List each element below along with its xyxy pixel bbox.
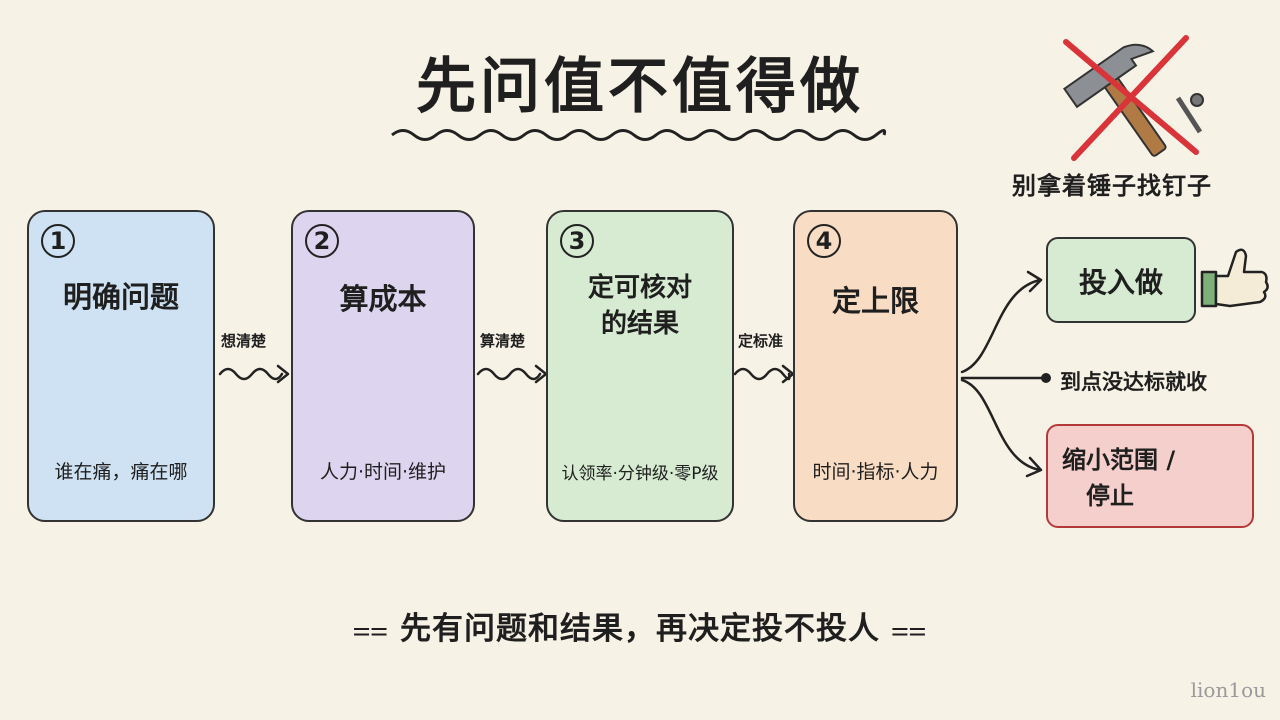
step-subtitle: 人力·时间·维护 xyxy=(319,461,447,483)
step-subtitle: 认领率·分钟级·零P级 xyxy=(561,464,719,484)
outcome-stop-line2: 停止 xyxy=(1086,482,1134,510)
step-title: 定可核对的结果 xyxy=(587,273,692,339)
step-card-1: 1 明确问题 谁在痛，痛在哪 xyxy=(27,210,215,522)
transition-arrow-3 xyxy=(733,364,795,384)
footer-note: ⩵ 先有问题和结果，再决定投不投人 ⩵ xyxy=(0,603,1280,648)
outcome-go-label: 投入做 xyxy=(1078,266,1163,299)
transition-label-1: 想清楚 xyxy=(221,332,267,350)
step-title: 算成本 xyxy=(339,282,427,316)
middle-dot xyxy=(1041,373,1051,383)
transition-arrow-1 xyxy=(218,364,290,384)
page-title: 先问值不值得做 xyxy=(416,52,864,122)
transition-arrow-2 xyxy=(476,364,548,384)
watermark: lion1ou xyxy=(1190,678,1266,702)
step-number: 3 xyxy=(560,224,594,258)
step-card-4: 4 定上限 时间·指标·人力 xyxy=(793,210,958,522)
transition-label-2: 算清楚 xyxy=(480,332,526,350)
transition-label-3: 定标准 xyxy=(738,332,784,350)
footer-left-mark: ⩵ xyxy=(352,611,400,647)
step-title: 定上限 xyxy=(831,284,919,318)
step-subtitle: 谁在痛，痛在哪 xyxy=(54,461,188,483)
outcome-go: 投入做 xyxy=(1046,237,1196,323)
tip-label: 别拿着锤子找钉子 xyxy=(1012,172,1212,200)
outcome-middle-label: 到点没达标就收 xyxy=(1060,370,1207,394)
step-number: 4 xyxy=(807,224,841,258)
outcome-stop-label: 缩小范围 / 停止 xyxy=(1062,442,1175,514)
crossed-hammer-icon xyxy=(1062,35,1204,161)
step-number: 2 xyxy=(305,224,339,258)
step-card-3: 3 定可核对的结果 认领率·分钟级·零P级 xyxy=(546,210,734,522)
title-underline xyxy=(391,129,887,141)
branch-arrow-stop xyxy=(960,378,1043,478)
footer-right-mark: ⩵ xyxy=(880,611,928,647)
step-card-2: 2 算成本 人力·时间·维护 xyxy=(291,210,475,522)
step-subtitle: 时间·指标·人力 xyxy=(812,461,939,483)
branch-arrow-go xyxy=(960,270,1043,374)
step-number: 1 xyxy=(41,224,75,258)
thumbs-up-icon xyxy=(1200,248,1269,308)
outcome-stop: 缩小范围 / 停止 xyxy=(1046,424,1254,528)
outcome-stop-line1: 缩小范围 / xyxy=(1062,446,1176,474)
step-title: 明确问题 xyxy=(62,280,179,314)
footer-text: 先有问题和结果，再决定投不投人 xyxy=(400,611,880,647)
